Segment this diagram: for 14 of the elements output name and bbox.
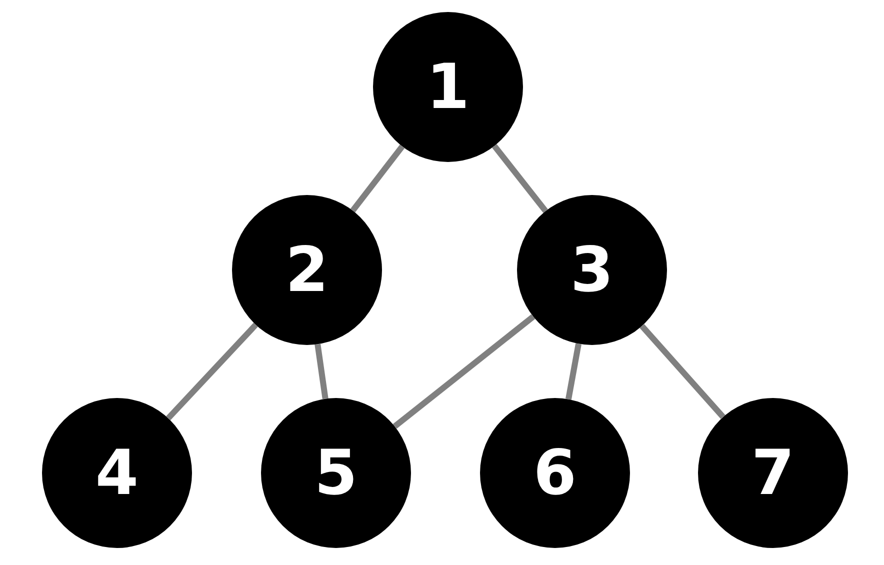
- connector-line: [350, 144, 405, 212]
- connector-line: [566, 343, 582, 400]
- node-label: 1: [426, 56, 470, 118]
- node-label: 7: [751, 442, 795, 504]
- node-label: 4: [95, 442, 139, 504]
- connector-line: [640, 324, 726, 420]
- connector-line: [166, 322, 258, 420]
- connector-line: [392, 314, 536, 429]
- node-label: 2: [285, 239, 329, 301]
- node-label: 3: [570, 239, 614, 301]
- connector-line: [492, 144, 548, 213]
- node-label: 5: [314, 442, 358, 504]
- node-label: 6: [533, 442, 577, 504]
- connector-line: [314, 344, 328, 400]
